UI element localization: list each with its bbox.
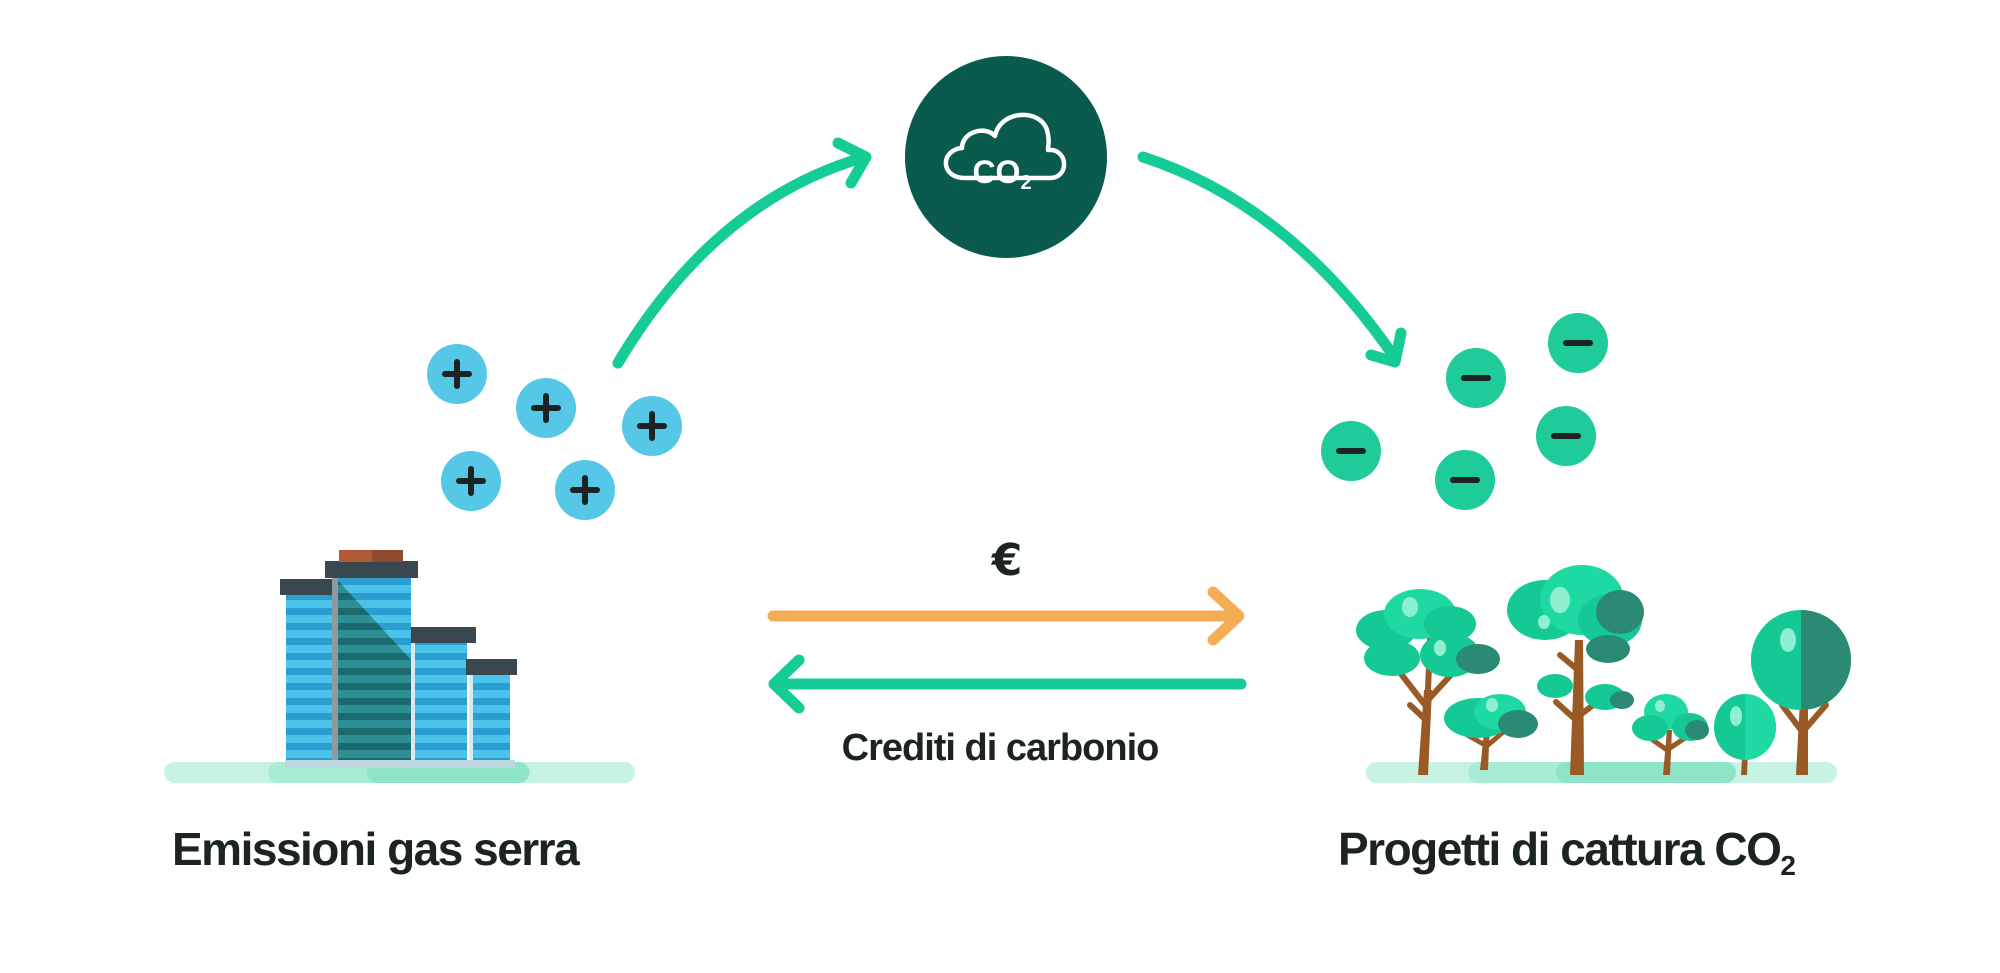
trees-illustration bbox=[1356, 565, 1851, 783]
plus-dot bbox=[555, 460, 615, 520]
tree bbox=[1751, 610, 1851, 775]
buildings-illustration bbox=[164, 550, 635, 783]
minus-dot bbox=[1548, 313, 1608, 373]
emissions-label: Emissioni gas serra bbox=[172, 823, 580, 875]
capture-projects-label: Progetti di cattura CO2 bbox=[1338, 823, 1796, 881]
arrow-emissions-to-co2 bbox=[612, 137, 872, 369]
euro-symbol: € bbox=[991, 535, 1023, 586]
plus-dot bbox=[516, 378, 576, 438]
plus-dots bbox=[427, 344, 682, 520]
plus-dot bbox=[427, 344, 487, 404]
minus-dot bbox=[1446, 348, 1506, 408]
co2-badge: CO2 bbox=[905, 56, 1107, 258]
minus-dot bbox=[1536, 406, 1596, 466]
tree bbox=[1356, 589, 1500, 775]
minus-dots bbox=[1321, 313, 1608, 510]
arrow-credits-to-emitter bbox=[768, 654, 1247, 714]
arrow-co2-to-projects bbox=[1137, 151, 1407, 368]
plus-dot bbox=[441, 451, 501, 511]
tree bbox=[1444, 694, 1538, 770]
tree bbox=[1714, 694, 1776, 775]
plus-dot bbox=[622, 396, 682, 456]
carbon-credits-label: Crediti di carbonio bbox=[841, 727, 1160, 769]
tree bbox=[1507, 565, 1644, 775]
tree bbox=[1632, 694, 1709, 775]
co2-formula: CO2 bbox=[972, 154, 1031, 194]
minus-dot bbox=[1321, 421, 1381, 481]
cloud-icon bbox=[943, 112, 1067, 181]
arrow-money-to-projects bbox=[767, 586, 1245, 646]
minus-dot bbox=[1435, 450, 1495, 510]
